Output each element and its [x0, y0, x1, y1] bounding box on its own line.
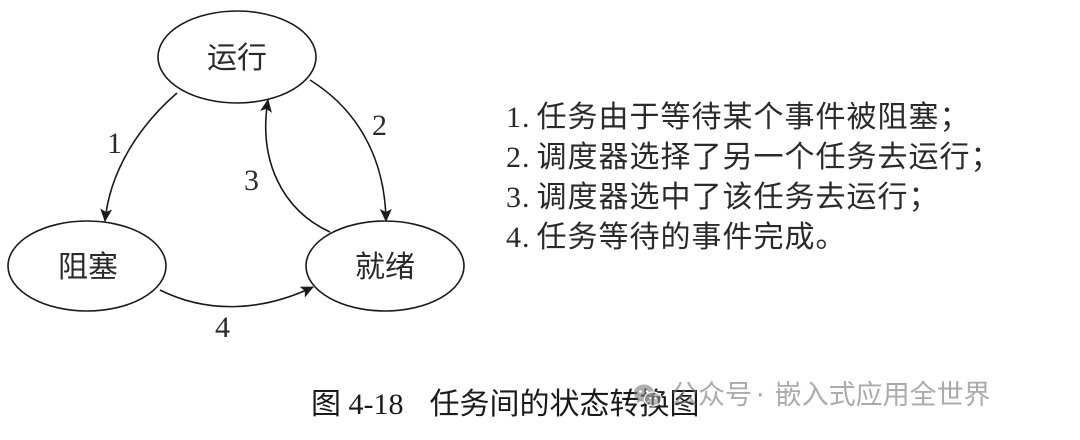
- legend-item-text: 调度器选中了该任务去运行；: [536, 180, 940, 215]
- transition-2-label: 2: [372, 109, 387, 142]
- state-ready-label: 就绪: [355, 250, 415, 285]
- transition-legend: 1.任务由于等待某个事件被阻塞； 2.调度器选择了另一个任务去运行； 3.调度器…: [506, 98, 1002, 258]
- watermark: 公众号· 嵌入式应用全世界: [633, 376, 991, 416]
- legend-item-3: 3.调度器选中了该任务去运行；: [506, 178, 1002, 218]
- transition-3-label: 3: [244, 164, 259, 197]
- state-running-label: 运行: [207, 41, 267, 76]
- state-running-shape: [157, 10, 317, 104]
- state-running: 运行: [157, 10, 317, 104]
- figure-number: 图 4-18: [311, 388, 404, 421]
- transition-4-arrow: [159, 286, 314, 308]
- transition-1-label: 1: [107, 127, 122, 160]
- transition-2: 2: [309, 79, 392, 222]
- transition-3: 3: [244, 99, 331, 233]
- legend-item-number: 3.: [506, 181, 531, 214]
- legend-item-4: 4.任务等待的事件完成。: [506, 218, 1002, 258]
- state-blocked-label: 阻塞: [58, 250, 118, 285]
- legend-item-text: 调度器选择了另一个任务去运行；: [536, 140, 1002, 175]
- legend-item-2: 2.调度器选择了另一个任务去运行；: [506, 138, 1002, 178]
- state-blocked-shape: [7, 220, 167, 312]
- legend-item-1: 1.任务由于等待某个事件被阻塞；: [506, 98, 1002, 138]
- legend-item-text: 任务等待的事件完成。: [536, 220, 847, 255]
- wechat-icon: [633, 383, 663, 409]
- legend-item-number: 2.: [506, 141, 531, 174]
- state-blocked: 阻塞: [7, 220, 167, 312]
- transition-4-label: 4: [215, 311, 230, 344]
- transition-1: 1: [100, 92, 178, 222]
- watermark-separator: ·: [756, 380, 765, 411]
- transition-1-arrow: [100, 92, 178, 222]
- watermark-prefix: 公众号: [671, 380, 752, 411]
- legend-item-number: 4.: [506, 221, 531, 254]
- transition-4: 4: [159, 286, 314, 344]
- legend-item-number: 1.: [506, 101, 531, 134]
- legend-item-text: 任务由于等待某个事件被阻塞；: [536, 100, 971, 135]
- watermark-name: 嵌入式应用全世界: [774, 380, 991, 411]
- transition-2-arrow: [309, 79, 392, 222]
- state-ready: 就绪: [305, 220, 465, 312]
- transition-3-arrow: [260, 99, 331, 233]
